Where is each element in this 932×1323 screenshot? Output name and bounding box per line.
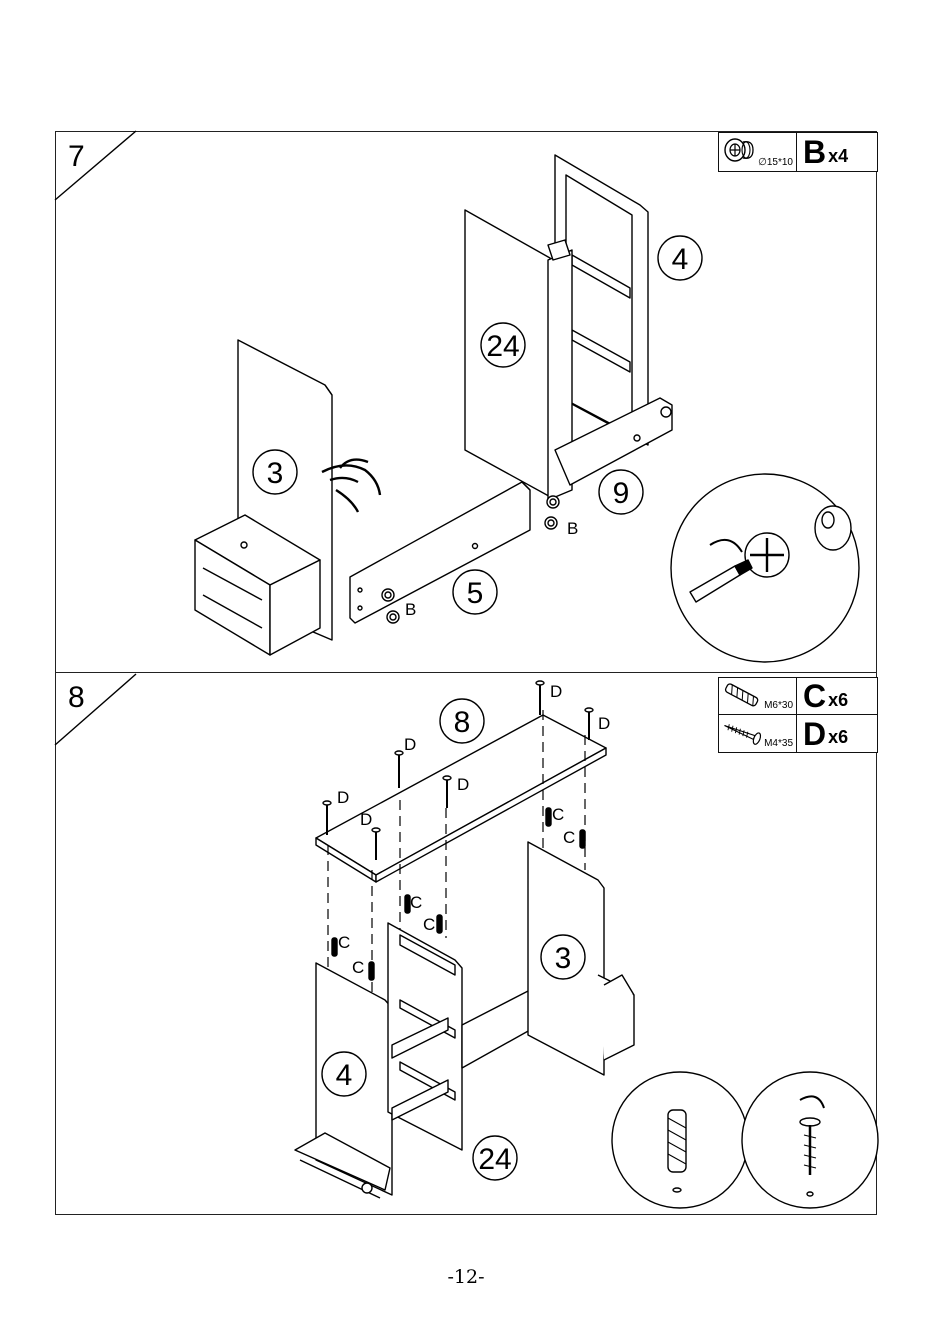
label-5: 5 xyxy=(467,577,484,610)
dowel-detail-circle xyxy=(612,1072,748,1208)
label-d-2: D xyxy=(598,714,610,733)
label-4: 4 xyxy=(672,243,689,276)
panel-24-step8-drawing xyxy=(388,923,462,1150)
label-d-4: D xyxy=(457,775,469,794)
label-8: 8 xyxy=(454,706,471,739)
label-24: 24 xyxy=(486,330,519,363)
label-c-2: C xyxy=(563,828,575,847)
label-c-1: C xyxy=(552,805,564,824)
step-8-corner-line xyxy=(55,674,136,745)
step-7-corner-line xyxy=(55,131,136,200)
label-24-step8: 24 xyxy=(478,1143,511,1176)
label-4-step8: 4 xyxy=(336,1059,353,1092)
label-c-3: C xyxy=(410,893,422,912)
page-number: -12- xyxy=(0,1266,932,1288)
label-d-1: D xyxy=(550,682,562,701)
label-c-5: C xyxy=(338,933,350,952)
panel-3-drawing xyxy=(195,340,332,655)
label-9: 9 xyxy=(613,477,630,510)
label-c-4: C xyxy=(423,915,435,934)
back-rail-step8-drawing xyxy=(462,990,530,1068)
label-b-1: B xyxy=(405,600,416,619)
label-b-2: B xyxy=(567,519,578,538)
label-d-6: D xyxy=(360,810,372,829)
label-3-step8: 3 xyxy=(555,942,572,975)
label-c-6: C xyxy=(352,958,364,977)
panel-5-drawing xyxy=(350,482,530,623)
screw-detail-circle xyxy=(742,1072,878,1208)
cam-lock-detail-circle xyxy=(671,474,859,662)
label-d-5: D xyxy=(337,788,349,807)
label-3: 3 xyxy=(267,457,284,490)
label-d-3: D xyxy=(404,735,416,754)
panel-4-drawing xyxy=(548,155,672,500)
